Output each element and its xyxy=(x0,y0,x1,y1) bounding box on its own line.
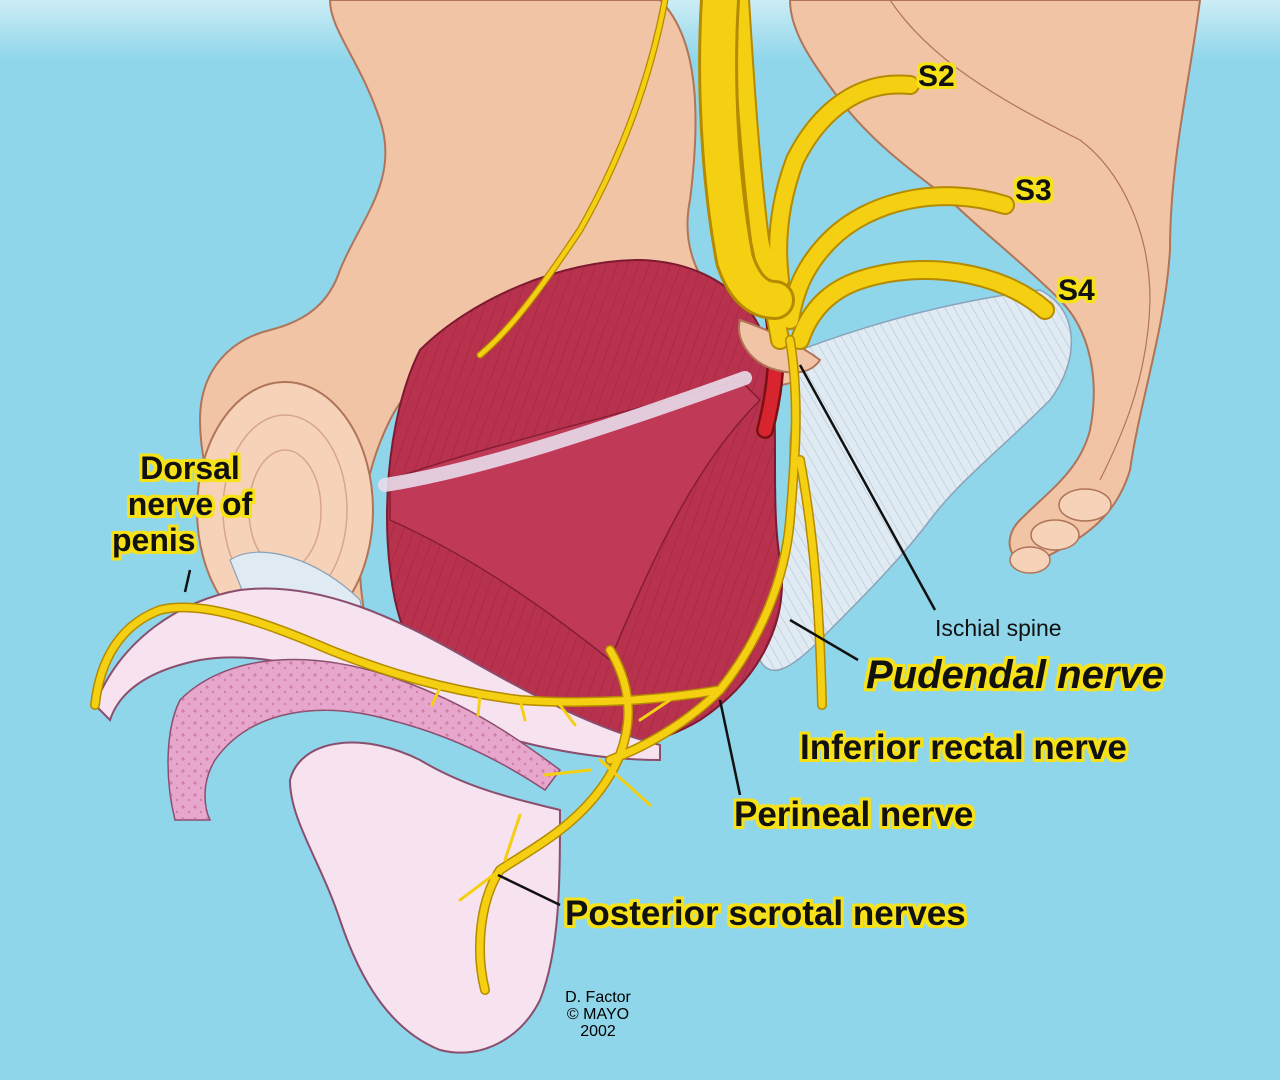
tendinous-arch xyxy=(378,371,752,492)
s2-root xyxy=(770,76,918,288)
nerves xyxy=(90,0,1055,995)
s4-root xyxy=(792,262,1053,348)
coccyx-segment xyxy=(1009,546,1051,574)
credit-owner: © MAYO xyxy=(566,1005,630,1023)
artist-credit: D. Factor © MAYO 2002 xyxy=(548,989,648,1040)
sacrum xyxy=(788,0,1202,563)
label-perineal-nerve: Perineal nerve xyxy=(734,795,974,834)
coccyx-segment xyxy=(1030,519,1080,551)
leader-lines xyxy=(183,364,937,907)
credit-artist: D. Factor xyxy=(565,989,631,1006)
dorsal-line-2: nerve of xyxy=(127,486,253,522)
label-s4: S4 xyxy=(1058,274,1095,307)
scrotum xyxy=(288,741,562,1054)
label-s2: S2 xyxy=(918,60,955,93)
pudendal-nerve-trunk xyxy=(606,336,800,764)
s3-root xyxy=(782,188,1013,328)
label-s3: S3 xyxy=(1015,174,1052,207)
label-inferior-rectal-nerve: Inferior rectal nerve xyxy=(800,728,1127,767)
label-dorsal-nerve-of-penis: Dorsal nerve of penis xyxy=(110,452,270,556)
leader-ischial-spine xyxy=(798,364,937,611)
dorsal-line-3: penis xyxy=(112,522,196,558)
leader-pudendal-nerve xyxy=(789,618,859,662)
inferior-rectal-nerve-branch xyxy=(796,456,826,709)
label-ischial-spine: Ischial spine xyxy=(935,615,1062,641)
leader-posterior-scrotal xyxy=(497,873,561,907)
label-pudendal-nerve: Pudendal nerve xyxy=(866,653,1164,697)
label-posterior-scrotal-nerves: Posterior scrotal nerves xyxy=(565,894,966,933)
leader-dorsal-nerve xyxy=(183,569,192,593)
coccyx-segment xyxy=(1058,488,1112,522)
dorsal-nerve-branch xyxy=(91,603,724,709)
credit-year: 2002 xyxy=(580,1022,616,1040)
dorsal-line-1: Dorsal xyxy=(140,450,240,486)
leader-perineal-nerve xyxy=(718,699,742,796)
perineal-branch xyxy=(476,646,632,994)
